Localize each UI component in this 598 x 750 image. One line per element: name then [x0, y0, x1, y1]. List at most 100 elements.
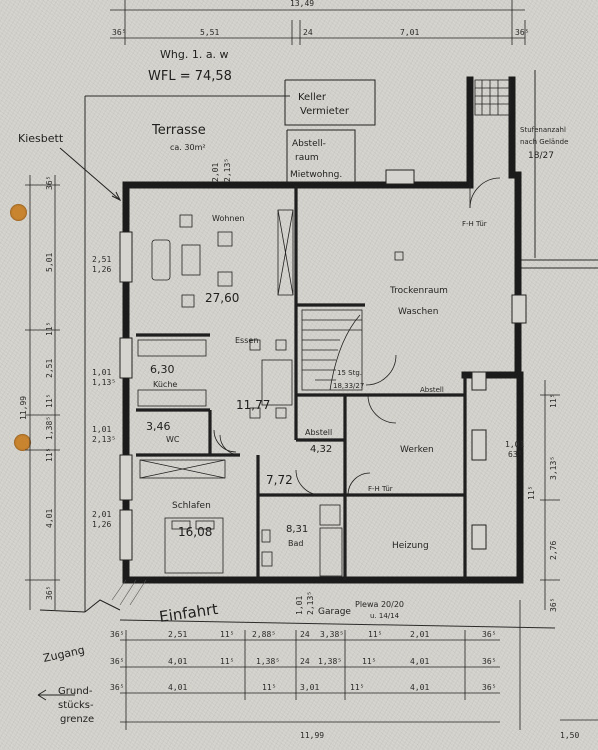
left-dim-6: 1,38⁵ [45, 416, 54, 440]
room-wc-name: WC [166, 435, 180, 444]
kiesbett-label: Kiesbett [18, 132, 64, 145]
left-total-dim: 11,99 [19, 396, 28, 420]
garage-dim-b: 2,13⁵ [306, 591, 315, 615]
window-dim-right-a: 1,01 [505, 440, 524, 449]
room-abstell-left-area: 4,32 [310, 444, 332, 455]
bottom-row2-dim-0: 36⁵ [110, 657, 124, 666]
bottom-dimension-lines [120, 600, 598, 730]
doors [213, 177, 501, 496]
windows [119, 169, 527, 561]
right-dim-4: 2,76 [549, 541, 558, 560]
bottom-row1-dim-3: 2,88⁵ [252, 630, 276, 639]
left-dim-8: 4,01 [45, 509, 54, 528]
window-dim-top-a: 2,01 [211, 163, 220, 182]
top-dim-mid: 24 [303, 28, 313, 37]
room-trockenraum-name: Trockenraum [389, 286, 448, 296]
boundary-arrow [37, 599, 121, 701]
window-dim-2a: 1,01 [92, 368, 111, 377]
abstell-miet-2: raum [295, 153, 319, 163]
bottom-row3-dim-5: 4,01 [410, 683, 429, 692]
terrasse-label: Terrasse [151, 123, 206, 138]
room-wohnen-area: 27,60 [205, 291, 239, 305]
bottom-row3-dim-6: 36⁵ [482, 683, 496, 692]
bottom-row1-dim-2: 11⁵ [220, 630, 234, 639]
stairs-exterior [474, 79, 511, 116]
room-essen-area: 11,77 [236, 398, 270, 412]
bottom-row3-dim-2: 11⁵ [262, 683, 276, 692]
keller-label-2: Vermieter [300, 106, 350, 117]
fh-tuer-mid: F-H Tür [368, 485, 393, 493]
bottom-row2-dim-4: 24 [300, 657, 310, 666]
punch-hole-top [10, 204, 27, 221]
window-dim-4a: 2,01 [92, 510, 111, 519]
stufen-label-1: Stufenanzahl [520, 126, 566, 134]
bottom-row2-dim-7: 4,01 [410, 657, 429, 666]
plewa-label: Plewa 20/20 [355, 600, 404, 609]
window-dim-3a: 1,01 [92, 425, 111, 434]
stairs-main [301, 309, 363, 391]
abstell-miet-1: Abstell- [292, 139, 326, 149]
bottom-row3-dim-4: 11⁵ [350, 683, 364, 692]
bottom-row2-dim-3: 1,38⁵ [256, 657, 280, 666]
room-kueche-name: Küche [153, 380, 177, 389]
stairs-detail: 18,33/27 [333, 382, 364, 390]
right-dim-5: 36⁵ [549, 598, 558, 612]
bottom-row2-dim-6: 11⁵ [362, 657, 376, 666]
left-dim-5: 11⁵ [45, 394, 54, 408]
right-dim-1: 11⁵ [549, 394, 558, 408]
keller-boxes [284, 79, 376, 183]
bottom-row1-dim-6: 11⁵ [368, 630, 382, 639]
room-heizung-name: Heizung [392, 541, 429, 551]
bottom-row1-dim-0: 36⁵ [110, 630, 124, 639]
window-dim-right-b: 63⁵ [508, 450, 522, 459]
top-right-offset: 36⁵ [515, 28, 529, 37]
room-flur-area: 7,72 [266, 473, 293, 487]
window-dim-3b: 2,13⁵ [92, 435, 116, 444]
left-dim-1: 36⁵ [45, 176, 54, 190]
window-dim-4b: 1,26 [92, 520, 111, 529]
bottom-row2-dim-8: 36⁵ [482, 657, 496, 666]
plewa-label-2: u. 14/14 [370, 612, 400, 620]
interior-walls [136, 185, 467, 580]
wall-hatching [111, 579, 147, 606]
room-bad-area: 8,31 [286, 524, 308, 535]
plot-boundaries [84, 70, 598, 629]
top-dim-left: 5,51 [200, 28, 219, 37]
room-abstell-right-name: Abstell [420, 386, 444, 394]
room-essen-name: Essen [235, 336, 258, 345]
window-dim-1a: 2,51 [92, 255, 111, 264]
top-dim-right: 7,01 [400, 28, 419, 37]
left-dimension-lines [25, 175, 60, 610]
top-dimension-lines [110, 0, 526, 45]
keller-label-1: Keller [298, 92, 327, 103]
stufen-label-3: 18/27 [528, 151, 554, 161]
grenze-label-3: grenze [60, 714, 94, 725]
zugang-label: Zugang [42, 643, 86, 664]
left-dim-4: 2,51 [45, 359, 54, 378]
bottom-row1-dim-7: 2,01 [410, 630, 429, 639]
grenze-label-2: stücks- [58, 700, 94, 711]
apartment-label: Whg. 1. a. w [160, 48, 229, 61]
left-dim-3: 11⁵ [45, 322, 54, 336]
room-schlafen-area: 16,08 [178, 525, 212, 539]
bottom-row2-dim-1: 4,01 [168, 657, 187, 666]
fh-tuer-top: F-H Tür [462, 220, 487, 228]
top-left-offset: 36⁵ [112, 28, 126, 37]
bottom-row1-dim-8: 36⁵ [482, 630, 496, 639]
bottom-row2-dim-5: 1,38⁵ [318, 657, 342, 666]
bottom-row3-dim-3: 3,01 [300, 683, 319, 692]
punch-hole-bottom [14, 434, 31, 451]
grenze-label-1: Grund- [58, 686, 93, 697]
window-dim-1b: 1,26 [92, 265, 111, 274]
abstell-miet-3: Mietwohng. [290, 170, 342, 180]
room-bad-name: Bad [288, 539, 303, 548]
room-werken-name: Werken [400, 445, 434, 455]
kiesbett-arrow [59, 147, 122, 202]
garage-dim-a: 1,01 [295, 596, 304, 615]
bottom-row3-dim-0: 36⁵ [110, 683, 124, 692]
room-kueche-area: 6,30 [150, 363, 175, 376]
room-trockenraum-name2: Waschen [398, 307, 438, 317]
